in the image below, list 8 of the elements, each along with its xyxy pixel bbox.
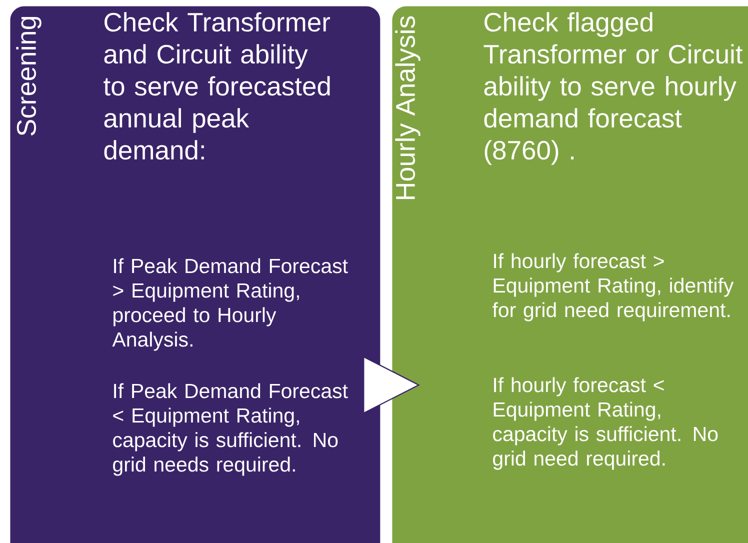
body-text: If Peak Demand Forecast > Equipment Rating, proceed to Hourly Analysis. bbox=[112, 258, 348, 351]
heading: Check Transformer and Circuit ability to serve forecasted annual peak demand: bbox=[104, 12, 330, 160]
heading: Check flagged Transformer or Circuit ability to serve hourly demand forecast (8760) . bbox=[484, 12, 743, 165]
body-text: If hourly forecast > Equipment Rating, identify for grid need requirement. bbox=[492, 253, 734, 322]
body-text: If Peak Demand Forecast < Equipment Rating, capacity is sufficient. No grid needs required. bbox=[113, 383, 348, 476]
stage-label: Hourly Analysis bbox=[395, 16, 420, 200]
stage-label: Screening bbox=[16, 16, 42, 136]
body-text: If hourly forecast < Equipment Rating, capacity is sufficient. No grid need required. bbox=[493, 377, 718, 470]
